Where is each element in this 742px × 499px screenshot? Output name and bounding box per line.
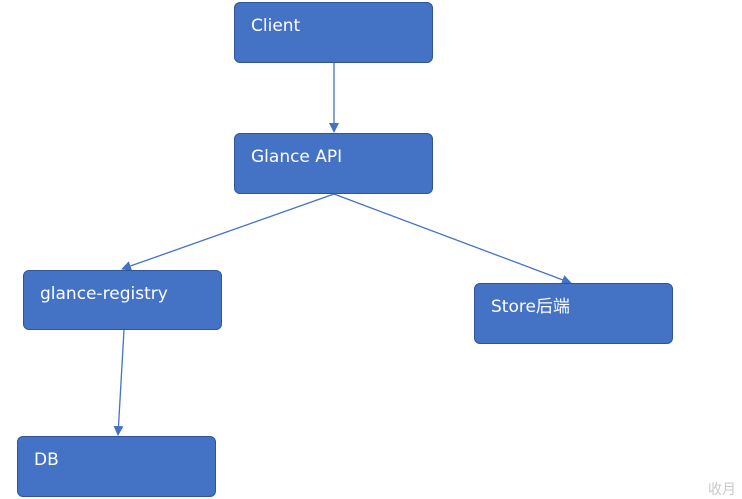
watermark-text: 收月 [708,482,736,498]
node-glance-registry-label: glance-registry [40,284,168,304]
node-glance-api[interactable]: Glance API [234,133,433,194]
edge-glance-api-to-glance-registry [121,193,335,271]
edge-glance-registry-to-db [113,329,125,436]
node-db[interactable]: DB [17,436,216,497]
node-store-backend-label: Store后端 [491,297,570,317]
node-db-label: DB [34,450,59,470]
node-glance-registry[interactable]: glance-registry [23,270,222,330]
node-client[interactable]: Client [234,2,433,63]
edge-glance-api-to-store [333,193,572,285]
node-store-backend[interactable]: Store后端 [474,283,673,344]
node-client-label: Client [251,16,301,36]
node-glance-api-label: Glance API [251,147,343,167]
